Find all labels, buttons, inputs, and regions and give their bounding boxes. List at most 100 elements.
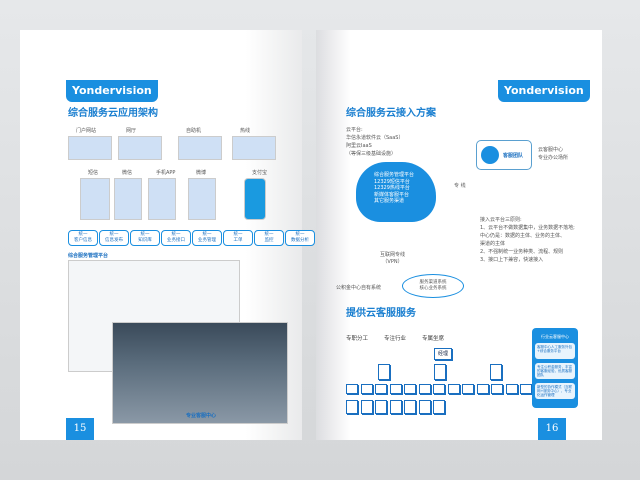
org-node bbox=[375, 384, 387, 394]
text-line: 专业办公场所 bbox=[538, 155, 569, 161]
unified-module: 统一客户信息 bbox=[68, 230, 98, 246]
page-number: 15 bbox=[66, 418, 94, 440]
module-line: 业务管理 bbox=[198, 238, 216, 243]
org-node bbox=[505, 384, 518, 394]
unified-module: 统一知识库 bbox=[130, 230, 160, 246]
text-line: 云平台: bbox=[346, 127, 363, 133]
text-line: 阿里云IaaS bbox=[346, 143, 372, 149]
text-line: 3、接口上下兼容，快速接入 bbox=[480, 257, 544, 263]
module-line: 统一 bbox=[202, 232, 212, 237]
module-line: 客户信息 bbox=[74, 238, 92, 243]
unified-module: 统一数据分析 bbox=[285, 230, 315, 246]
call-center-photo bbox=[112, 322, 288, 424]
text-line: 接入云平台三原则: bbox=[480, 217, 522, 223]
org-root: 经理 bbox=[434, 348, 452, 360]
module-line: 信息发布 bbox=[105, 238, 123, 243]
org-node bbox=[378, 364, 390, 380]
org-node bbox=[375, 400, 387, 414]
org-node bbox=[447, 384, 460, 394]
org-node bbox=[490, 364, 502, 380]
channel-label: 微信 bbox=[122, 170, 133, 176]
text-line: 华信永道软件云（SaaS） bbox=[346, 135, 404, 141]
unified-module: 统一工单 bbox=[223, 230, 253, 246]
line-label: 专 线 bbox=[454, 183, 466, 189]
unified-module: 统一业务接口 bbox=[161, 230, 191, 246]
text-line: 服务渠道系统 bbox=[419, 280, 447, 285]
brand-logo: Yondervision bbox=[66, 80, 158, 102]
text-line: 核心业务系统 bbox=[419, 286, 447, 291]
left-page: Yondervision 综合服务云应用架构 综合服务管理平台 专业客服中心 1… bbox=[20, 30, 315, 440]
feature-label: 专注行业 bbox=[384, 336, 407, 342]
text-line: 12329热线平台 bbox=[374, 185, 410, 191]
module-line: 统一 bbox=[78, 232, 88, 237]
side-panel: 行业云客服中心 客服中心人工服务外包+综合服务平台专注公积金服务，丰富的客服经验… bbox=[532, 328, 578, 408]
module-line: 工单 bbox=[233, 238, 243, 243]
org-node bbox=[476, 384, 489, 394]
module-line: 知识库 bbox=[138, 238, 152, 243]
text-line: （VPN） bbox=[382, 259, 403, 265]
systems-ellipse: 服务渠道系统核心业务系统 bbox=[402, 274, 464, 298]
module-line: 业务接口 bbox=[167, 238, 185, 243]
channel-screenshot bbox=[80, 178, 110, 220]
text-line: 新媒体客服平台 bbox=[374, 191, 410, 198]
module-line: 统一 bbox=[171, 232, 181, 237]
unified-module: 统一业务管理 bbox=[192, 230, 222, 246]
feature-label: 专职分工 bbox=[346, 336, 369, 342]
service-team-box: 客服团队 bbox=[476, 140, 532, 170]
org-node bbox=[389, 384, 402, 394]
side-item: 专注公积金服务，丰富的客服经验，优质客服团队 bbox=[535, 363, 575, 379]
org-node bbox=[462, 384, 474, 394]
module-line: 统一 bbox=[140, 232, 150, 237]
module-line: 数据分析 bbox=[291, 238, 309, 243]
module-line: 统一 bbox=[295, 232, 305, 237]
text-line: （等保三级基础设施） bbox=[346, 151, 397, 157]
channel-screenshot bbox=[188, 178, 216, 220]
org-node bbox=[346, 384, 358, 394]
side-item: 客服中心人工服务外包+综合服务平台 bbox=[535, 343, 575, 359]
platform-label: 综合服务管理平台 bbox=[68, 253, 109, 259]
own-system: 公积金中心自有系统 bbox=[336, 285, 382, 291]
module-line: 统一 bbox=[109, 232, 119, 237]
text-line: 互联网专线 bbox=[380, 252, 406, 258]
text-line: 渠道的主体 bbox=[480, 241, 506, 247]
channel-label: 热线 bbox=[240, 128, 251, 134]
page-number: 16 bbox=[538, 418, 566, 440]
module-line: 统一 bbox=[233, 232, 243, 237]
module-line: 统一 bbox=[264, 232, 274, 237]
org-node bbox=[434, 364, 446, 380]
org-node bbox=[346, 400, 358, 414]
org-node bbox=[491, 384, 503, 394]
org-node bbox=[418, 384, 431, 394]
text-line: 2、不强制统一业务种类、流程、规则 bbox=[480, 249, 564, 255]
channel-screenshot bbox=[68, 136, 112, 160]
channel-screenshot bbox=[118, 136, 162, 160]
section-title: 综合服务云接入方案 bbox=[346, 108, 436, 119]
side-title: 行业云客服中心 bbox=[541, 334, 569, 339]
org-node bbox=[404, 400, 416, 414]
unified-module: 统一信息发布 bbox=[99, 230, 129, 246]
channel-label: 手机APP bbox=[156, 170, 176, 176]
photo-caption: 专业客服中心 bbox=[186, 413, 217, 419]
org-node bbox=[520, 384, 532, 394]
text-line: 1、云平台不做数据集中，业务数据不落地; bbox=[480, 225, 575, 231]
channel-screenshot bbox=[148, 178, 176, 220]
channel-label: 自助机 bbox=[186, 128, 202, 134]
team-label: 客服团队 bbox=[503, 153, 524, 159]
agent-icon bbox=[481, 146, 499, 164]
module-line: 监控 bbox=[264, 238, 274, 243]
channel-screenshot bbox=[114, 178, 142, 220]
unified-module: 统一监控 bbox=[254, 230, 284, 246]
org-node bbox=[404, 384, 416, 394]
channel-screenshot bbox=[178, 136, 222, 160]
org-node bbox=[360, 384, 373, 394]
channel-label: 门户网站 bbox=[76, 128, 97, 134]
channel-screenshot bbox=[232, 136, 276, 160]
org-node bbox=[433, 384, 445, 394]
section-title-2: 提供云客服服务 bbox=[346, 308, 416, 319]
brand-logo: Yondervision bbox=[498, 80, 590, 102]
channel-label: 微博 bbox=[196, 170, 207, 176]
text-line: 其它服务渠道 bbox=[374, 198, 405, 204]
feature-label: 专属坐席 bbox=[422, 336, 445, 342]
org-node bbox=[418, 400, 431, 414]
text-line: 综合服务管理平台 bbox=[374, 172, 415, 178]
